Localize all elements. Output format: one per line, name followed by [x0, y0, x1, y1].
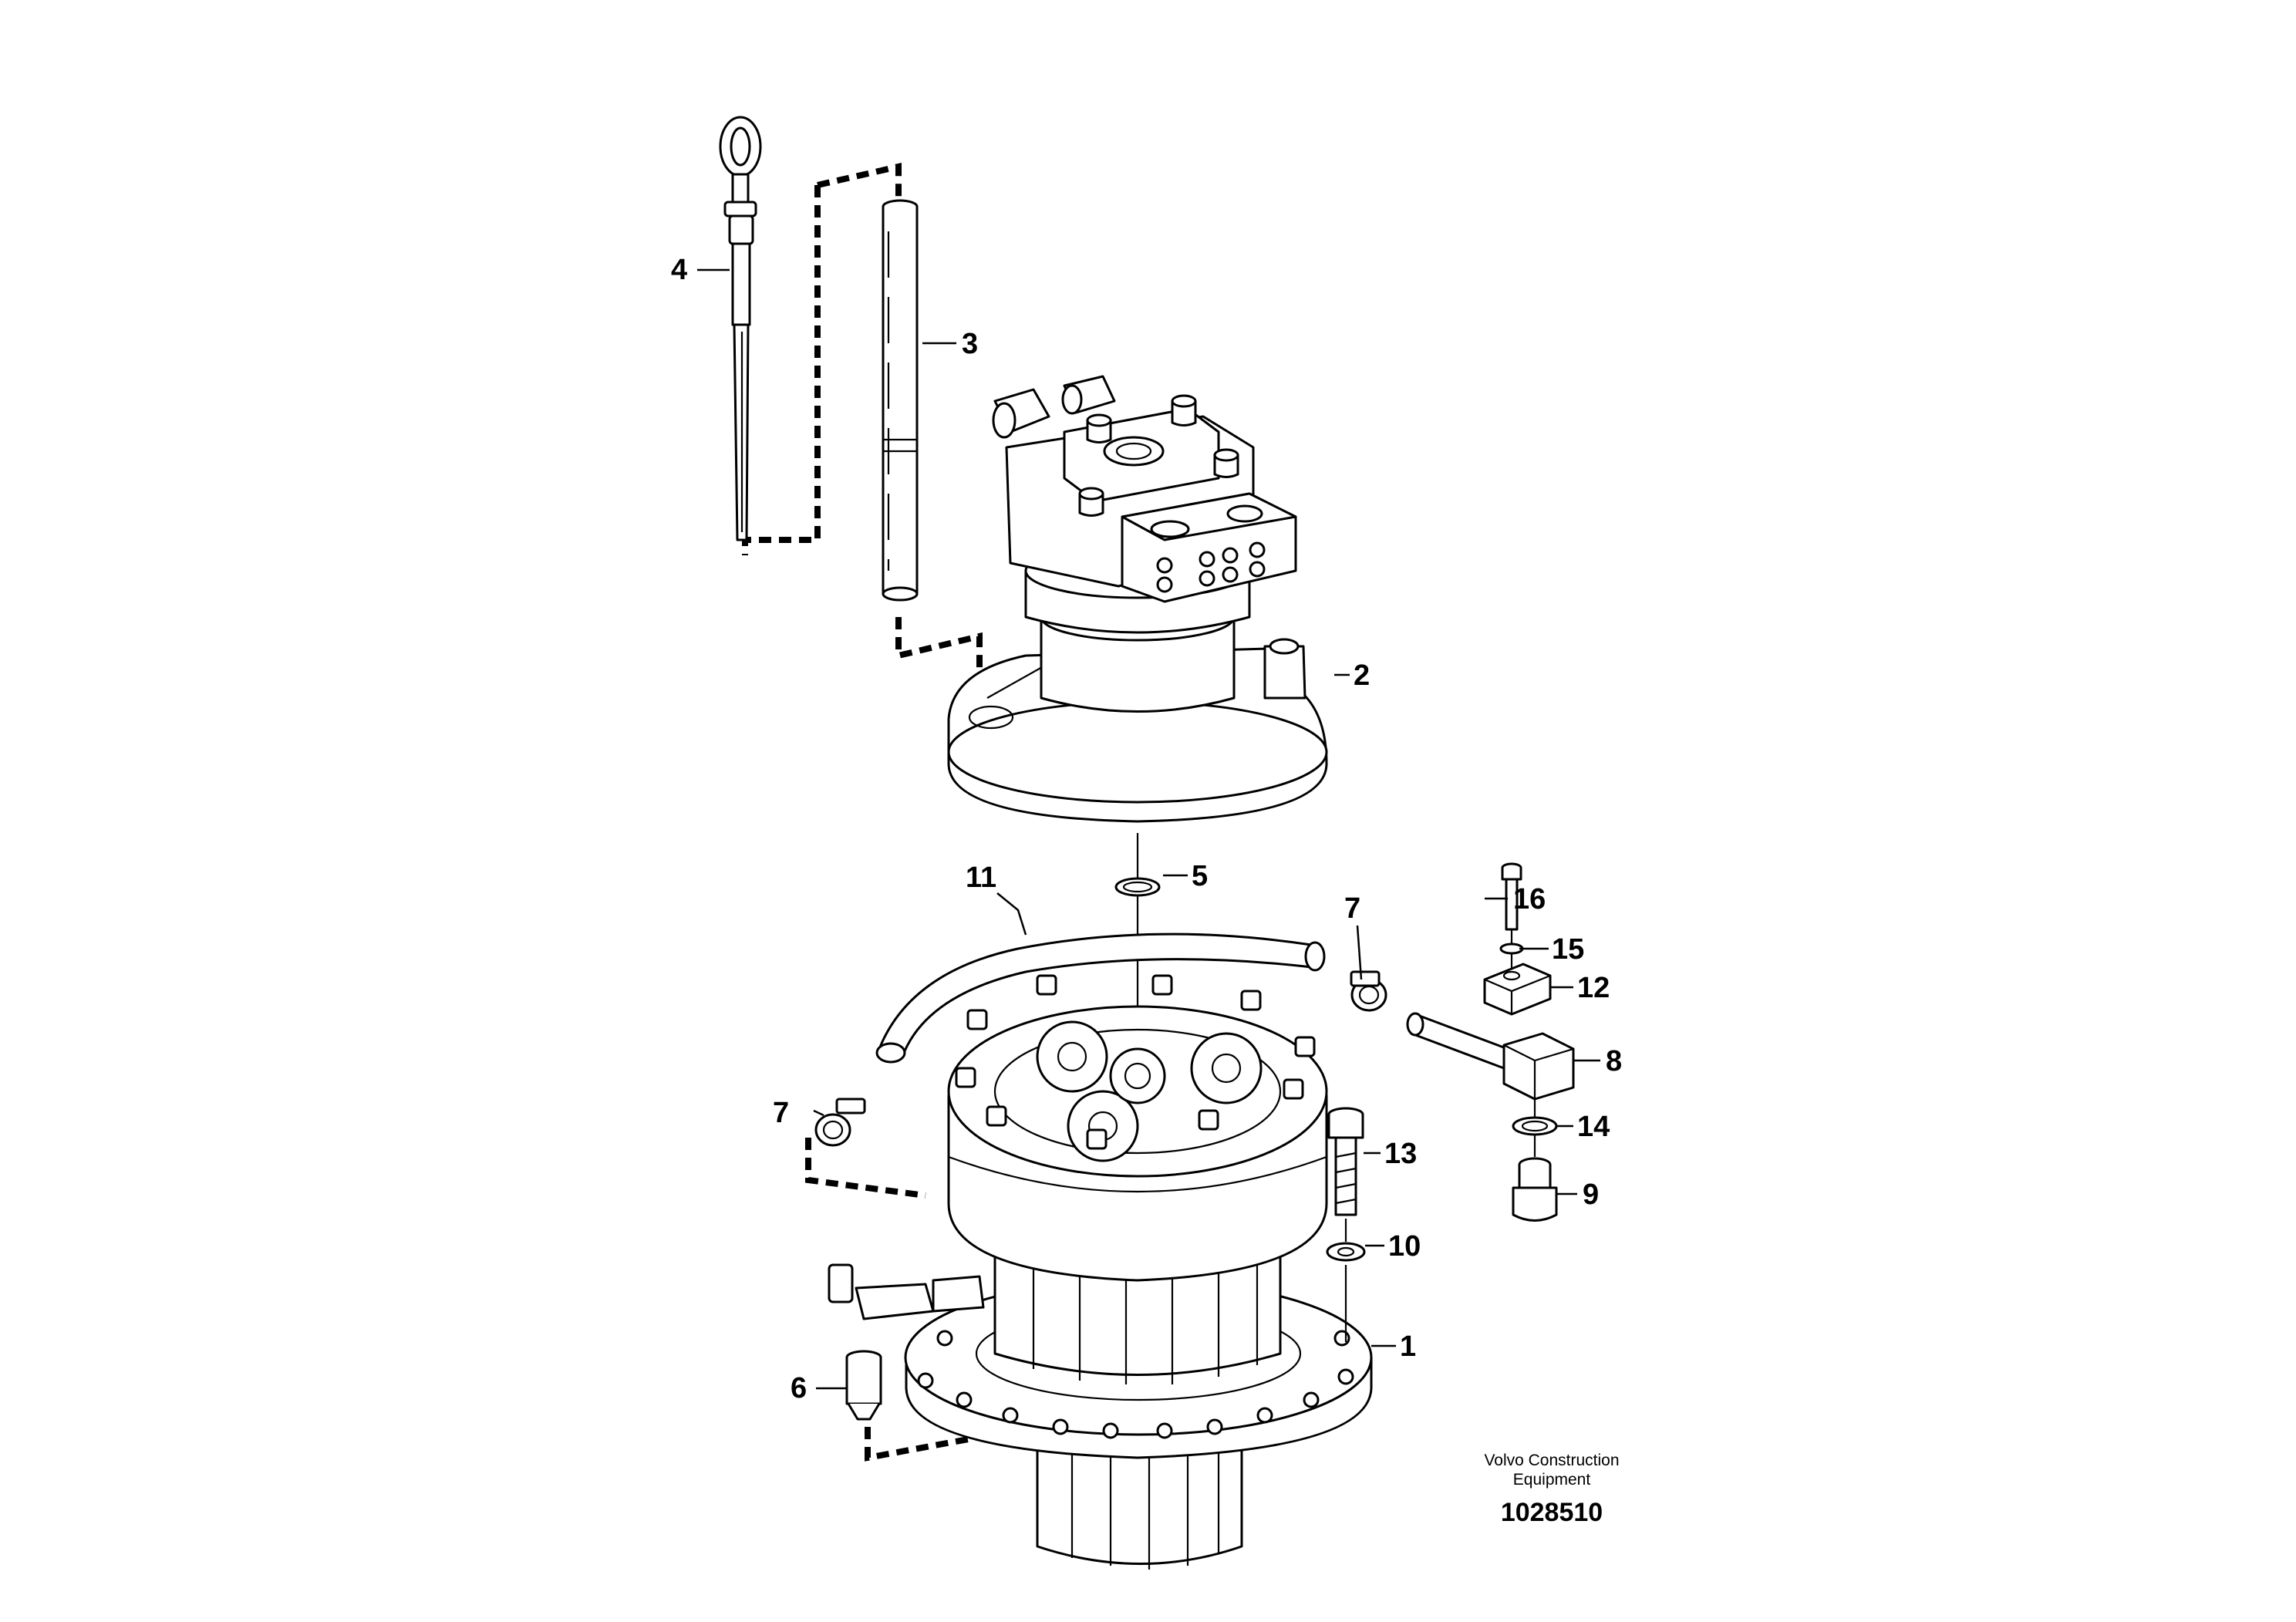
reduction-gear-part-1	[828, 974, 1373, 1570]
callout-15: 15	[1552, 933, 1584, 966]
callout-7-left: 7	[773, 1097, 789, 1129]
document-number: 1028510	[1501, 1498, 1603, 1527]
hose-part-11	[875, 932, 1326, 1064]
callout-13: 13	[1384, 1138, 1417, 1170]
washer-part-15	[1499, 929, 1524, 968]
callout-8: 8	[1606, 1045, 1622, 1077]
plug-part-9	[1512, 1157, 1558, 1222]
callout-11: 11	[966, 862, 996, 894]
plug-part-6	[845, 1350, 882, 1421]
callout-3: 3	[962, 328, 978, 360]
callout-14: 14	[1577, 1111, 1610, 1143]
callout-7-right: 7	[1344, 892, 1360, 925]
seal-part-14	[1512, 1099, 1558, 1157]
callout-4: 4	[671, 254, 687, 286]
caption-division: Equipment	[1513, 1471, 1591, 1489]
clip-part-12	[1483, 963, 1552, 1016]
swing-motor-part-2	[947, 375, 1328, 823]
level-switch-part-8	[1406, 1012, 1575, 1101]
callout-6: 6	[791, 1372, 807, 1404]
caption-company: Volvo Construction	[1484, 1452, 1619, 1469]
hose-clamps-part-7	[814, 970, 1387, 1147]
callout-5: 5	[1192, 860, 1208, 892]
callout-labels: 1 2 3 4 5 6 7 7 8 9 10 11 12 13 14 15 16	[671, 254, 1622, 1404]
callout-10: 10	[1388, 1230, 1421, 1263]
washer-part-10	[1326, 1219, 1366, 1342]
dipstick-part-4	[719, 116, 762, 541]
housing-bolts	[955, 974, 1316, 1150]
callout-12: 12	[1577, 972, 1610, 1004]
diagram-caption: Volvo Construction Equipment 1028510	[1484, 1452, 1619, 1527]
callout-1: 1	[1400, 1330, 1416, 1363]
bolt-part-13	[1327, 1107, 1364, 1216]
filler-pipe-part-3	[882, 199, 919, 602]
callout-16: 16	[1513, 883, 1546, 916]
callout-2: 2	[1354, 659, 1370, 692]
leader-lines	[697, 268, 1600, 1390]
callout-9: 9	[1583, 1179, 1599, 1211]
